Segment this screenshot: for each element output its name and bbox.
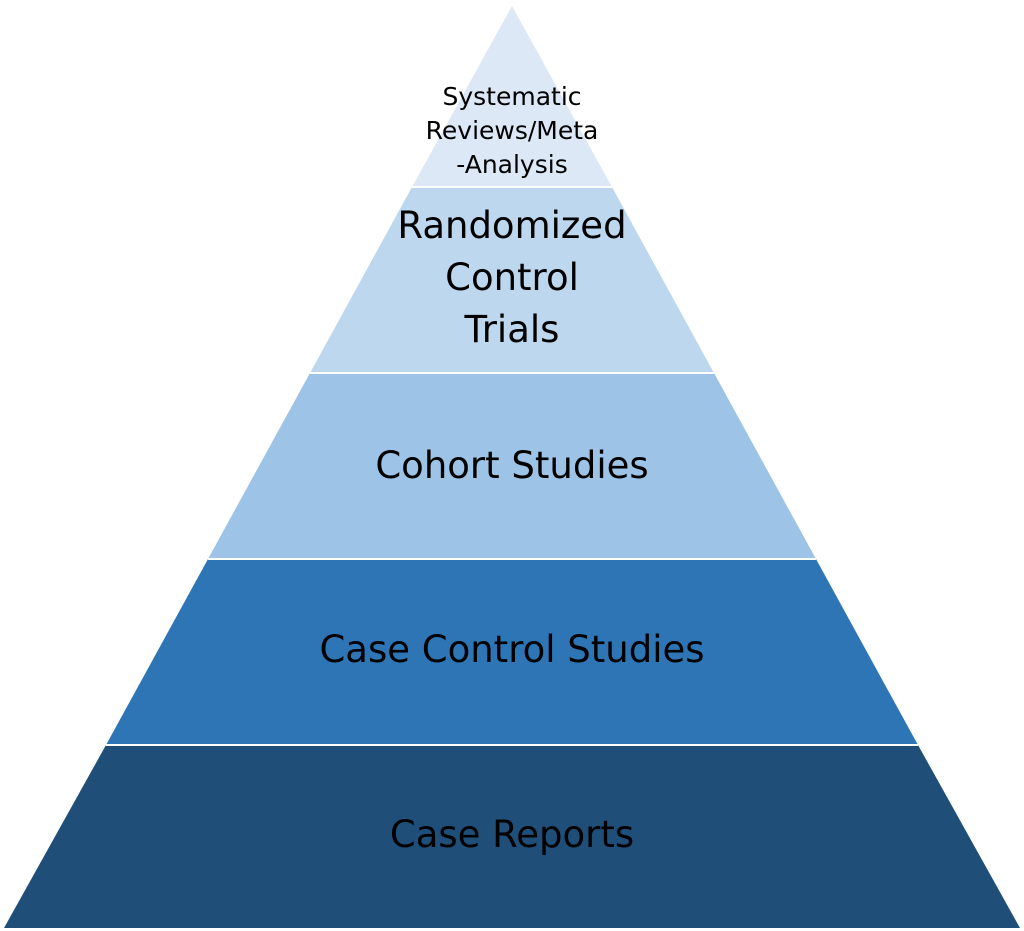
pyramid-tier-case-reports bbox=[4, 745, 1020, 928]
pyramid-tier-cohort-studies bbox=[208, 373, 816, 559]
pyramid-tier-randomized-control-trials bbox=[310, 187, 714, 373]
tier-label-case-reports: Case Reports bbox=[389, 813, 635, 856]
pyramid-tier-case-control-studies bbox=[106, 559, 918, 745]
tier-label-systematic-reviews: Systematic Reviews/Meta -Analysis bbox=[425, 82, 599, 179]
tier-label-cohort-studies: Cohort Studies bbox=[375, 444, 649, 487]
tier-label-case-control-studies: Case Control Studies bbox=[319, 628, 705, 671]
pyramid-tier-systematic-reviews bbox=[412, 6, 612, 187]
tier-label-randomized-control-trials: Randomized Control Trials bbox=[397, 204, 627, 351]
